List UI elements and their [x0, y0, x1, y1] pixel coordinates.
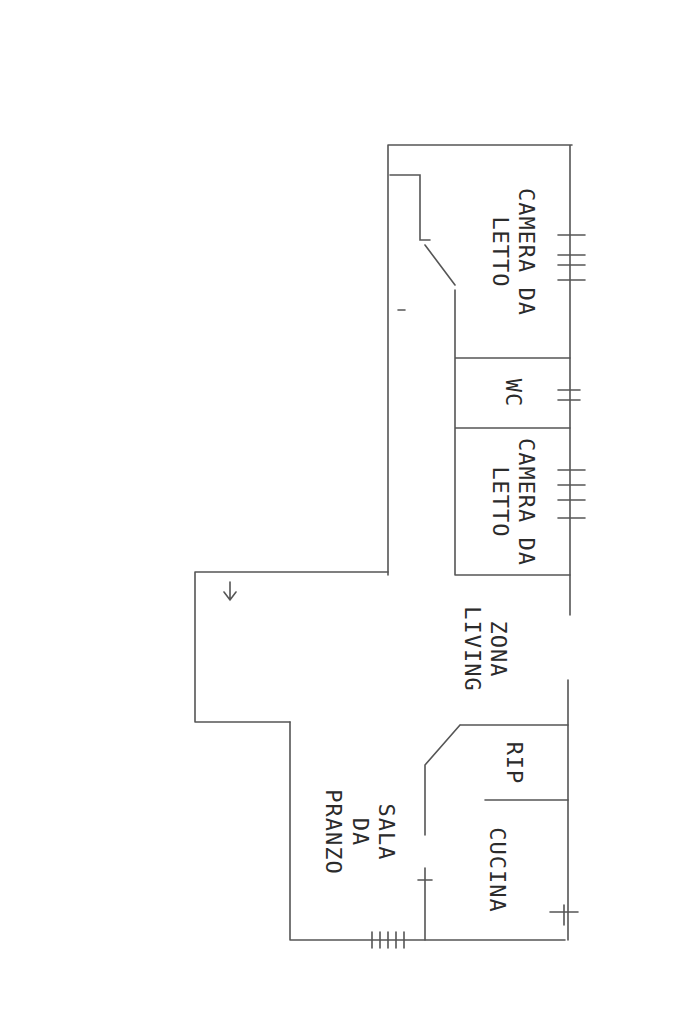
- room-label: CAMERA DA LETTO: [486, 187, 539, 317]
- room: CUCINA: [425, 800, 568, 940]
- room: CAMERA DA LETTO: [455, 145, 570, 358]
- room-label: WC: [499, 366, 525, 420]
- room-label: RIP: [501, 733, 527, 793]
- room: ZONA LIVING: [400, 575, 570, 722]
- room: CAMERA DA LETTO: [455, 428, 570, 575]
- room-label: CAMERA DA LETTO: [486, 437, 539, 567]
- room: RIP: [460, 725, 568, 800]
- room-label: CUCINA: [483, 815, 509, 925]
- room-label: SALA DA PRANZO: [319, 787, 398, 877]
- room-label: ZONA LIVING: [459, 599, 512, 699]
- room: WC: [455, 358, 570, 428]
- room: SALA DA PRANZO: [292, 725, 425, 938]
